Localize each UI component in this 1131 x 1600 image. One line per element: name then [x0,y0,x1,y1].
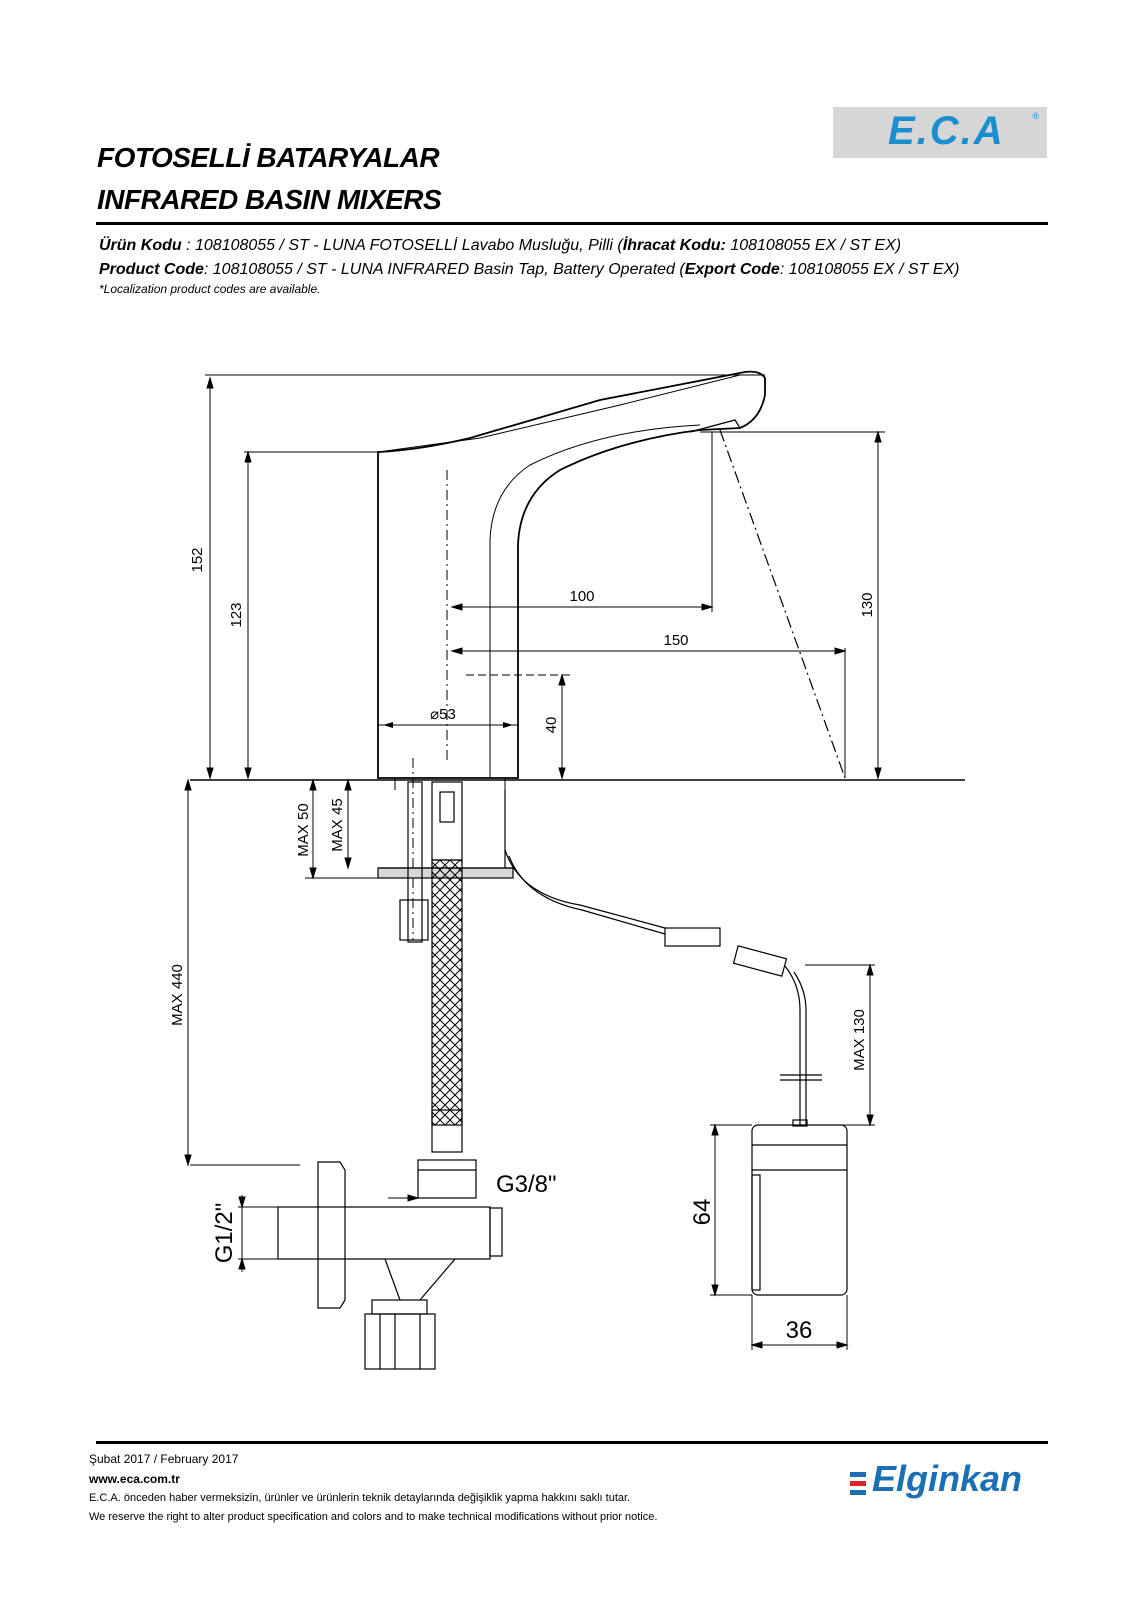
product-code-tr-label: Ürün Kodu [99,237,182,254]
label-max130: MAX 130 [851,1009,868,1071]
elginkan-logo-text: Elginkan [872,1458,1023,1499]
product-code-en: Product Code: 108108055 / ST - LUNA INFR… [99,261,960,279]
title-english: INFRARED BASIN MIXERS [97,184,442,215]
dim-123 [244,450,378,780]
dim-max45 [344,778,352,870]
eca-logo: E.C.A ® [833,107,1047,158]
footer-notice-tr: E.C.A. önceden haber vermeksizin, ürünle… [89,1492,631,1504]
label-g38: G3/8" [496,1171,557,1198]
dim-150 [450,647,847,778]
dim-100 [450,432,714,612]
label-100: 100 [569,588,594,605]
faucet-body [377,370,766,790]
sensor-beam [719,429,846,779]
dim-max130 [805,963,875,1127]
export-code-en-value: : 108108055 EX / ST EX) [779,261,960,278]
footer-notice-en: We reserve the right to alter product sp… [89,1511,658,1523]
product-code-en-value: : 108108055 / ST - LUNA INFRARED Basin T… [203,261,685,278]
header-divider [96,222,1048,225]
dim-g38 [388,1194,420,1202]
export-code-tr-value: 108108055 EX / ST EX) [725,237,902,254]
eca-logo-text: E.C.A [888,109,1005,153]
label-130: 130 [859,592,876,617]
dim-40 [466,673,570,780]
label-53: ⌀53 [430,706,456,723]
label-max50: MAX 50 [295,803,312,856]
label-64: 64 [689,1199,716,1226]
dim-max50 [305,778,378,880]
footer-website[interactable]: www.eca.com.tr [89,1472,180,1486]
product-code-tr: Ürün Kodu : 108108055 / ST - LUNA FOTOSE… [99,237,901,255]
footer-divider [96,1441,1048,1444]
localization-note: *Localization product codes are availabl… [99,282,321,296]
dim-max440 [184,778,300,1167]
dim-36 [750,1295,849,1350]
label-40: 40 [543,717,560,734]
export-code-en-label: Export Code [684,261,780,278]
label-152: 152 [189,547,206,572]
label-g12: G1/2" [211,1203,238,1264]
dim-g12 [238,1195,278,1272]
product-code-tr-value: : 108108055 / ST - LUNA FOTOSELLİ Lavabo… [181,237,623,254]
under-counter-assembly [277,781,848,1370]
elginkan-bars-icon [850,1472,866,1499]
label-36: 36 [786,1317,813,1344]
label-max45: MAX 45 [329,798,346,851]
label-150: 150 [663,632,688,649]
label-123: 123 [228,602,245,627]
dim-130 [700,430,885,780]
product-code-en-label: Product Code [99,261,204,278]
export-code-tr-label: İhracat Kodu: [622,237,726,254]
registered-mark: ® [1032,111,1039,121]
dim-152 [205,374,765,780]
dim-64 [710,1123,752,1297]
title-turkish: FOTOSELLİ BATARYALAR [97,142,440,173]
label-max440: MAX 440 [169,964,186,1026]
footer-date: Şubat 2017 / February 2017 [89,1452,239,1466]
